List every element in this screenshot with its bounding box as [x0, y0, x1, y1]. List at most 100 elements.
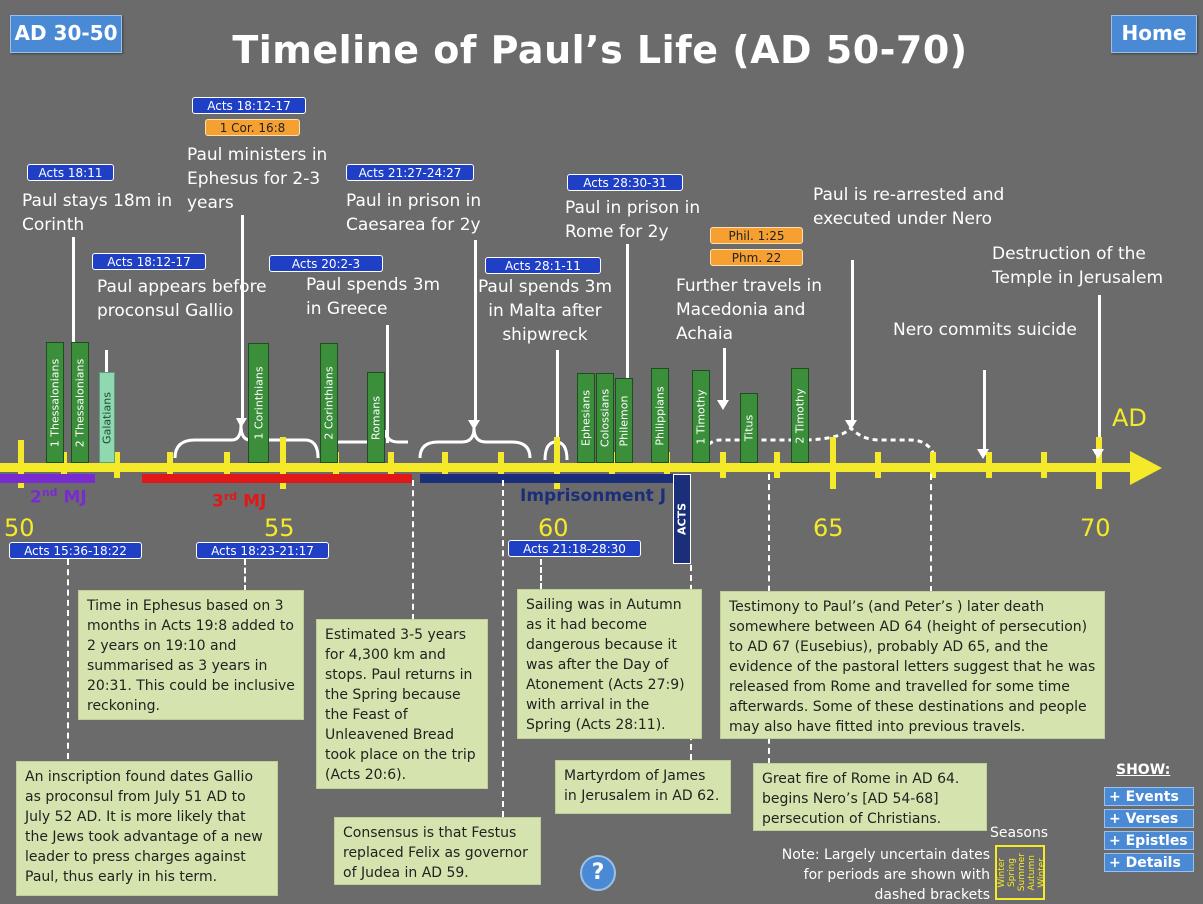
- show-details-button[interactable]: + Details: [1104, 853, 1194, 872]
- event-line-malta: [556, 350, 559, 440]
- season-label: Winter: [1037, 857, 1045, 888]
- season-label: Winter: [997, 857, 1007, 888]
- verse-ref-acts-21-18[interactable]: Acts 21:18-28:30: [508, 540, 641, 557]
- year-label-70: 70: [1080, 514, 1111, 542]
- minor-tick: [224, 452, 230, 478]
- event-gallio: Paul appears before proconsul Gallio: [97, 277, 267, 321]
- journey-bar-imprisonment: [420, 474, 690, 483]
- minor-tick: [774, 452, 780, 478]
- verse-ref-acts-15-36[interactable]: Acts 15:36-18:22: [9, 542, 142, 559]
- journey-bar-second: [0, 474, 95, 483]
- epistle-1-corinthians[interactable]: 1 Corinthians: [248, 343, 269, 463]
- axis-label: AD: [1112, 404, 1147, 432]
- epistle-1-thessalonians[interactable]: 1 Thessalonians: [46, 342, 64, 463]
- help-button[interactable]: ?: [580, 855, 616, 891]
- event-line-temple: [1098, 295, 1101, 455]
- season-label: Autumn: [1027, 854, 1037, 891]
- dashed-link-sailing: [540, 559, 542, 589]
- verse-ref-acts-18-12-17[interactable]: Acts 18:12-17: [92, 253, 206, 270]
- home-button[interactable]: Home: [1111, 15, 1197, 53]
- arrow-icon: [468, 420, 480, 430]
- note-festus: Consensus is that Festus replaced Felix …: [334, 817, 541, 885]
- dashed-link-festus: [502, 480, 504, 817]
- minor-tick: [930, 452, 936, 478]
- minor-tick: [986, 452, 992, 478]
- prev-period-button[interactable]: AD 30-50: [10, 15, 122, 53]
- acts-end-marker: ACTS: [673, 474, 691, 564]
- event-line-execution: [851, 260, 854, 425]
- event-line-caesarea: [474, 240, 477, 425]
- axis-arrow-icon: [1130, 451, 1162, 485]
- epistle-galatians[interactable]: Galatians: [99, 372, 115, 463]
- minor-tick: [720, 452, 726, 478]
- timeline-axis: [0, 463, 1140, 472]
- dashed-link-testimony: [930, 474, 932, 592]
- year-label-50: 50: [4, 514, 35, 542]
- journey-bar-third: [142, 474, 412, 483]
- note-gallio-inscription: An inscription found dates Gallio as pro…: [16, 761, 278, 896]
- arrow-icon: [845, 420, 857, 430]
- epistle-ephesians[interactable]: Ephesians: [577, 373, 595, 463]
- verse-ref-acts-18-11[interactable]: Acts 18:11: [27, 164, 114, 181]
- event-line-rome: [626, 244, 629, 439]
- dashed-link-greece: [412, 480, 414, 620]
- event-execution: Paul is re-arrested and executed under N…: [813, 185, 1005, 229]
- verse-ref-acts-18-23[interactable]: Acts 18:23-21:17: [196, 542, 329, 559]
- minor-tick: [875, 452, 881, 478]
- verse-ref-acts-18-12-17-ephesus[interactable]: Acts 18:12-17: [192, 97, 306, 114]
- event-temple-destruction: Destruction of the Temple in Jerusalem: [992, 244, 1164, 288]
- verse-ref-acts-28-30-31[interactable]: Acts 28:30-31: [567, 174, 683, 191]
- epistle-colossians[interactable]: Colossians: [596, 373, 614, 463]
- year-label-60: 60: [538, 514, 569, 542]
- event-further-travels: Further travels in Macedonia and Achaia: [676, 276, 822, 344]
- show-verses-button[interactable]: + Verses: [1104, 809, 1194, 828]
- epistle-romans[interactable]: Romans: [367, 372, 385, 463]
- epistle-2-corinthians[interactable]: 2 Corinthians: [320, 343, 338, 463]
- event-rome: Paul in prison in Rome for 2y: [565, 198, 701, 242]
- event-line-greece: [386, 325, 389, 443]
- event-line-travels: [723, 348, 726, 403]
- journey-label-second: 2nd MJ: [30, 486, 87, 508]
- year-label-55: 55: [264, 514, 295, 542]
- minor-tick: [1041, 452, 1047, 478]
- verse-ref-acts-20-2-3[interactable]: Acts 20:2-3: [269, 255, 383, 272]
- epistle-philippians[interactable]: Philippians: [651, 368, 669, 463]
- epistle-2-thessalonians[interactable]: 2 Thessalonians: [71, 342, 89, 463]
- page-title: Timeline of Paul’s Life (AD 50-70): [232, 28, 968, 72]
- minor-tick: [442, 452, 448, 478]
- note-great-fire: Great fire of Rome in AD 64. begins Nero…: [753, 763, 987, 831]
- show-epistles-button[interactable]: + Epistles: [1104, 831, 1194, 850]
- note-third-journey: Estimated 3-5 years for 4,300 km and sto…: [316, 619, 488, 789]
- minor-tick: [609, 452, 615, 478]
- note-sailing: Sailing was in Autumn as it had become d…: [517, 589, 702, 739]
- journey-label-third: 3rd MJ: [212, 490, 267, 512]
- epistle-2-timothy[interactable]: 2 Timothy: [791, 368, 809, 463]
- event-corinth: Paul stays 18m in Corinth: [22, 191, 173, 235]
- event-nero-suicide: Nero commits suicide: [893, 320, 1077, 340]
- verse-ref-phm-22[interactable]: Phm. 22: [710, 249, 803, 266]
- event-caesarea: Paul in prison in Caesarea for 2y: [346, 191, 482, 235]
- seasons-heading: Seasons: [990, 825, 1049, 841]
- minor-tick: [333, 452, 339, 478]
- dashed-link-ephesus: [244, 559, 246, 591]
- arrow-icon: [236, 418, 247, 428]
- year-tick: [1096, 437, 1102, 489]
- note-james-martyrdom: Martyrdom of James in Jerusalem in AD 62…: [555, 760, 731, 814]
- seasons-legend: Winter Spring Summer Autumn Winter: [995, 845, 1045, 900]
- epistle-philemon[interactable]: Philemon: [615, 378, 633, 463]
- show-events-button[interactable]: + Events: [1104, 787, 1194, 806]
- epistle-1-timothy[interactable]: 1 Timothy: [692, 370, 710, 463]
- minor-tick: [664, 452, 670, 478]
- season-label: Spring: [1007, 857, 1017, 888]
- year-tick: [18, 440, 24, 488]
- arrow-icon: [717, 400, 729, 410]
- verse-ref-phil-1-25[interactable]: Phil. 1:25: [710, 227, 803, 244]
- epistle-titus[interactable]: Titus: [740, 393, 758, 463]
- verse-ref-acts-21-27[interactable]: Acts 21:27-24:27: [346, 164, 474, 181]
- verse-ref-acts-28-1-11[interactable]: Acts 28:1-11: [485, 257, 601, 274]
- arrow-icon: [1092, 449, 1104, 459]
- event-line-nero-suicide: [983, 370, 986, 455]
- verse-ref-1-cor-16-8[interactable]: 1 Cor. 16:8: [205, 119, 300, 136]
